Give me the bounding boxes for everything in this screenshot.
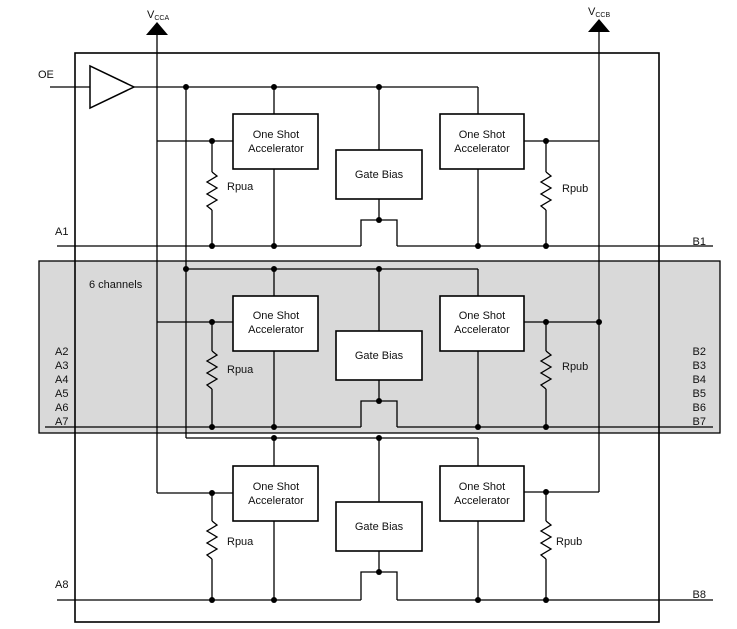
- gate-bias-8: [335, 501, 423, 552]
- svg-text:One Shot: One Shot: [459, 481, 505, 493]
- vccb-supply: VCCB: [588, 6, 610, 492]
- svg-text:Accelerator: Accelerator: [248, 324, 304, 336]
- pin-b1: B1: [693, 236, 706, 248]
- six-channels-label: 6 channels: [89, 279, 143, 291]
- pin-b4: B4: [693, 374, 706, 386]
- oe-label: OE: [38, 69, 54, 81]
- svg-text:One Shot: One Shot: [459, 310, 505, 322]
- svg-text:Accelerator: Accelerator: [454, 324, 510, 336]
- one-shot-accelerator-b8: [439, 465, 525, 522]
- pin-b8: B8: [693, 589, 706, 601]
- svg-text:Accelerator: Accelerator: [248, 495, 304, 507]
- pin-a5: A5: [55, 388, 68, 400]
- svg-text:One Shot: One Shot: [253, 129, 299, 141]
- one-shot-accelerator-a8: [232, 465, 319, 522]
- svg-text:Gate Bias: Gate Bias: [355, 169, 404, 181]
- pin-b6: B6: [693, 402, 706, 414]
- pin-a8: A8: [55, 579, 68, 591]
- vccb-arrow-icon: [588, 19, 610, 32]
- svg-text:Accelerator: Accelerator: [454, 143, 510, 155]
- svg-text:Accelerator: Accelerator: [454, 495, 510, 507]
- svg-text:Gate Bias: Gate Bias: [355, 521, 404, 533]
- oe-buffer: OE: [38, 64, 479, 438]
- channel-1: One Shot Accelerator Gate Bias One Shot …: [55, 113, 713, 249]
- pin-a4: A4: [55, 374, 68, 386]
- rpua-label-2: Rpua: [227, 364, 254, 376]
- pin-b2: B2: [693, 346, 706, 358]
- vcca-arrow-icon: [146, 22, 168, 35]
- rpub-label-8: Rpub: [556, 536, 582, 548]
- gate-bias-2-7: [335, 330, 423, 381]
- pin-a2: A2: [55, 346, 68, 358]
- rpub-label-1: Rpub: [562, 183, 588, 195]
- gate-bias-1: [335, 149, 423, 200]
- device-outline: [74, 52, 660, 623]
- svg-text:Accelerator: Accelerator: [248, 143, 304, 155]
- pin-b5: B5: [693, 388, 706, 400]
- channel-8: One Shot Accelerator Gate Bias One Shot …: [55, 435, 713, 603]
- pin-b7: B7: [693, 416, 706, 428]
- rpua-label-8: Rpua: [227, 536, 254, 548]
- svg-text:One Shot: One Shot: [253, 310, 299, 322]
- vccb-label: VCCB: [588, 6, 610, 19]
- vcca-label: VCCA: [147, 9, 169, 22]
- pin-a6: A6: [55, 402, 68, 414]
- pin-a1: A1: [55, 226, 68, 238]
- rpua-label-1: Rpua: [227, 181, 254, 193]
- svg-text:Gate Bias: Gate Bias: [355, 350, 404, 362]
- vcca-supply: VCCA: [146, 9, 169, 493]
- one-shot-accelerator-b2-b7: [439, 295, 525, 352]
- pin-b3: B3: [693, 360, 706, 372]
- pin-a7: A7: [55, 416, 68, 428]
- rpub-label-2: Rpub: [562, 361, 588, 373]
- buffer-triangle-icon: [89, 64, 136, 110]
- svg-text:One Shot: One Shot: [459, 129, 505, 141]
- one-shot-accelerator-a1: [232, 113, 319, 170]
- one-shot-accelerator-a2-a7: [232, 295, 319, 352]
- svg-text:One Shot: One Shot: [253, 481, 299, 493]
- pin-a3: A3: [55, 360, 68, 372]
- channel-group-2-7: 6 channels One Shot Accelerator G: [45, 266, 713, 430]
- one-shot-accelerator-b1: [439, 113, 525, 170]
